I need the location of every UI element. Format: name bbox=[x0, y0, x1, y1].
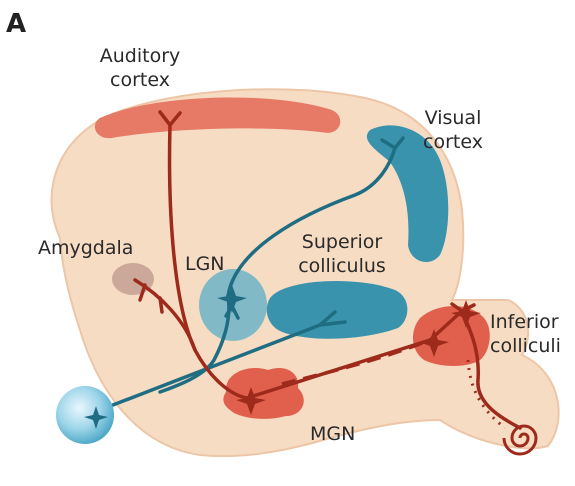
lgn-label: LGN bbox=[185, 253, 225, 275]
auditory-cortex-label-line1: Auditory bbox=[100, 45, 181, 67]
superior-colliculus-region bbox=[267, 281, 408, 339]
amygdala-label: Amygdala bbox=[38, 237, 133, 259]
inferior-colliculi-label-line1: Inferior bbox=[490, 311, 559, 333]
visual-cortex-label-line1: Visual bbox=[425, 107, 482, 129]
auditory-cortex-label-line2: cortex bbox=[110, 69, 170, 91]
eye-icon bbox=[56, 386, 114, 444]
superior-colliculus-label-line1: Superior bbox=[302, 231, 383, 253]
mgn-label: MGN bbox=[310, 423, 355, 445]
visual-cortex-label-line2: cortex bbox=[423, 131, 483, 153]
superior-colliculus-label-line2: colliculus bbox=[298, 255, 386, 277]
panel-label: A bbox=[6, 9, 26, 39]
inferior-colliculi-label-line2: colliculi bbox=[490, 335, 561, 357]
